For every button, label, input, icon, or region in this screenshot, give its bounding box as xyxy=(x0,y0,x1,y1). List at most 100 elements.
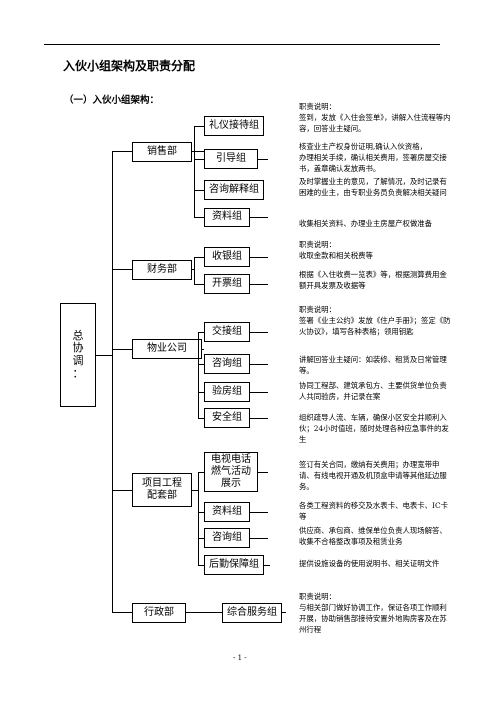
group-description: 职责说明： 签到，发放《入住会签单》，讲解入住流程等内容，回答业主疑问。 xyxy=(299,102,451,133)
desc-connector xyxy=(250,512,268,513)
dept-connector xyxy=(112,349,132,350)
group-label: 交接组 xyxy=(212,325,242,337)
group-label: 引导组 xyxy=(216,152,246,164)
group-connector xyxy=(198,565,204,566)
document-title: 入伙小组架构及职责分配 xyxy=(63,59,196,73)
dept-connector xyxy=(112,151,132,152)
branch-line xyxy=(202,349,204,350)
group-description: 及时掌握业主的意见，了解情况，及时记录有困难的业主，由专职业务员负责解决相关疑问 xyxy=(299,177,447,197)
group-label: 咨询解释组 xyxy=(209,183,259,195)
group-box-security: 安全组 xyxy=(204,408,250,428)
dept-connector xyxy=(112,612,132,613)
group-box-inspection: 验房组 xyxy=(204,382,250,402)
group-box-invoice: 开票组 xyxy=(204,274,250,294)
desc-connector xyxy=(250,217,268,218)
group-label: 电视电话 燃气活动 展示 xyxy=(211,454,251,489)
group-connector xyxy=(198,332,204,333)
desc-connector xyxy=(250,538,268,539)
desc-connector xyxy=(250,332,268,333)
group-box-consult: 咨询组 xyxy=(204,354,250,374)
group-label: 资料组 xyxy=(212,505,242,517)
group-label: 礼仪接待组 xyxy=(209,119,259,131)
root-label: 总 协 调 ： xyxy=(72,328,84,380)
dept-label: 销售部 xyxy=(147,145,177,157)
desc-connector xyxy=(250,364,268,365)
root-coordinator-box: 总 协 调 ： xyxy=(60,303,96,407)
group-description: 供应商、承包商、维保单位负责人现场解答、收集不合格整改事项及租赁业务 xyxy=(299,526,447,546)
group-description: 组织疏导人流、车辆，确保小区安全井顺利入伙；24小时值班，随时处理各种应急事件的… xyxy=(299,413,449,444)
group-label: 后勤保障组 xyxy=(209,558,259,570)
desc-connector xyxy=(250,284,268,285)
dept-label: 财务部 xyxy=(147,263,177,275)
group-connector xyxy=(194,126,204,127)
branch-line xyxy=(192,269,194,270)
group-description: 协同工程部、建筑承包方、主要供货单位负责人共同验房，并记录在案 xyxy=(299,381,447,401)
group-description: 核查业主产权身份证明,确认入伙资格， 办理相关手续，确认相关费用，签署房屋交接书… xyxy=(299,142,447,173)
group-connector xyxy=(194,217,204,218)
group-description: 各类工程资料的移交及水表卡、电表卡、IC卡等 xyxy=(299,501,448,521)
group-box-handover: 交接组 xyxy=(204,322,250,342)
group-description: 职责说明： 与相关部门做好协调工作，保证各项工作顺利开展，协助销售部接待安置外地… xyxy=(299,592,447,634)
desc-connector xyxy=(250,257,268,258)
group-label: 咨询组 xyxy=(212,357,242,369)
group-connector xyxy=(194,257,204,258)
group-box-reception: 礼仪接待组 xyxy=(204,116,264,136)
group-label: 收银组 xyxy=(212,250,242,262)
group-connector xyxy=(194,190,204,191)
group-description: 职责说明： 收取金款和相关税费等 xyxy=(299,240,373,260)
group-connector xyxy=(194,284,204,285)
group-connector xyxy=(198,538,204,539)
desc-connector xyxy=(258,159,268,160)
group-description: 签订有关合同，缴纳有关费用；办理宽带申请、有线电视开通及机顶盒申请等其他延边服务… xyxy=(299,460,447,491)
root-connector xyxy=(96,355,112,356)
branch-vertical xyxy=(194,126,195,218)
branch-vertical xyxy=(198,332,199,418)
dept-box-property: 物业公司 xyxy=(132,339,202,359)
group-connector xyxy=(194,159,204,160)
branch-vertical xyxy=(198,472,199,565)
group-label: 开票组 xyxy=(212,277,242,289)
group-label: 咨询组 xyxy=(212,531,242,543)
group-description: 讲解回答业主疑问：如装修、租赁及日常管理等。 xyxy=(299,355,447,375)
group-description: 职责说明： 签署《业主公约》发放《住户手册》；签定《防火协议》，填写各种表格；领… xyxy=(299,305,451,336)
group-connector xyxy=(198,364,204,365)
group-connector xyxy=(198,472,204,473)
group-box-utilities-display: 电视电话 燃气活动 展示 xyxy=(204,452,258,492)
trunk-line xyxy=(112,151,113,613)
group-description: 收集相关资料、办理业主房屋产权做准备 xyxy=(299,219,433,228)
desc-connector xyxy=(250,392,268,393)
group-connector xyxy=(198,418,204,419)
dept-connector xyxy=(112,490,132,491)
dept-box-finance: 财务部 xyxy=(132,260,192,280)
desc-connector xyxy=(258,472,268,473)
group-connector xyxy=(198,512,204,513)
group-box-eng-consult: 咨询组 xyxy=(204,528,250,548)
branch-vertical xyxy=(194,257,195,284)
section-heading: （一）入伙小组架构： xyxy=(64,95,160,106)
branch-line xyxy=(192,151,204,152)
dept-label: 物业公司 xyxy=(147,342,187,354)
group-box-general-service: 综合服务组 xyxy=(222,603,282,623)
group-box-logistics: 后勤保障组 xyxy=(204,555,264,575)
desc-connector xyxy=(282,612,286,613)
group-box-eng-documents: 资料组 xyxy=(204,502,250,522)
group-description: 提供设施设备的使用说明书、相关证明文件 xyxy=(299,559,440,568)
header-rule xyxy=(44,44,440,45)
group-box-documents: 资料组 xyxy=(204,208,250,227)
group-description: 根据《入住收费一览表》等，根据测算费用金额开具发票及收据等 xyxy=(299,270,447,290)
dept-connector xyxy=(112,269,132,270)
dept-box-sales: 销售部 xyxy=(132,142,192,162)
group-box-consult-explain: 咨询解释组 xyxy=(204,180,264,200)
group-label: 综合服务组 xyxy=(227,606,277,618)
page-number: - 1 - xyxy=(233,654,247,662)
group-box-guide: 引导组 xyxy=(204,149,258,169)
group-label: 安全组 xyxy=(212,411,242,423)
dept-box-admin: 行政部 xyxy=(132,603,186,623)
dept-box-engineering: 项目工程 配套部 xyxy=(132,473,192,507)
group-connector xyxy=(198,392,204,393)
desc-connector xyxy=(264,565,270,566)
dept-label: 项目工程 配套部 xyxy=(142,477,182,502)
branch-line xyxy=(192,490,198,491)
desc-connector xyxy=(250,418,268,419)
group-connector xyxy=(186,612,222,613)
